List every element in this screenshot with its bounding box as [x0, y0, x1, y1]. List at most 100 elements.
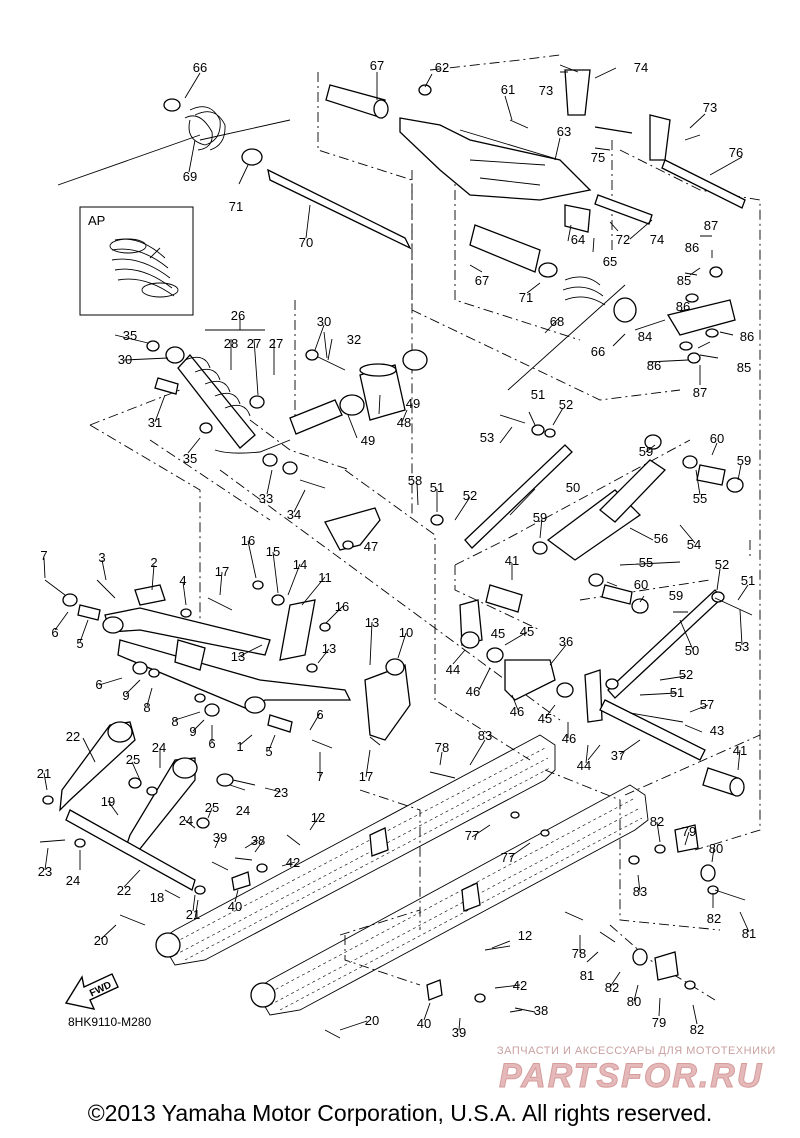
callout-7: 7 [316, 769, 323, 784]
callout-12: 12 [518, 928, 532, 943]
callout-43: 43 [710, 723, 724, 738]
callout-73: 73 [539, 83, 553, 98]
ap-inset-box: AP [79, 206, 194, 316]
callout-41: 41 [733, 743, 747, 758]
callout-46: 46 [510, 704, 524, 719]
callout-53: 53 [480, 430, 494, 445]
callout-66: 66 [591, 344, 605, 359]
bracket-47 [324, 507, 381, 551]
construction-lines [89, 54, 761, 1001]
bolts [39, 64, 753, 1039]
callout-73: 73 [703, 100, 717, 115]
callout-44: 44 [446, 662, 460, 677]
callout-16: 16 [335, 599, 349, 614]
callout-24: 24 [179, 813, 193, 828]
callout-70: 70 [299, 235, 313, 250]
slide-rails [155, 734, 719, 1016]
callout-42: 42 [513, 978, 527, 993]
callout-9: 9 [189, 724, 196, 739]
callout-45: 45 [520, 624, 534, 639]
callout-86: 86 [740, 329, 754, 344]
callout-22: 22 [66, 729, 80, 744]
callout-35: 35 [123, 328, 137, 343]
torsion-spring [57, 98, 291, 186]
rear-shock-absorber [146, 340, 343, 475]
callout-79: 79 [682, 824, 696, 839]
callout-55: 55 [639, 555, 653, 570]
callout-27: 27 [247, 336, 261, 351]
leader-lines [43, 67, 750, 1031]
callout-14: 14 [293, 557, 307, 572]
callout-80: 80 [627, 994, 641, 1009]
callout-9: 9 [122, 688, 129, 703]
callout-2: 2 [150, 555, 157, 570]
callout-82: 82 [605, 980, 619, 995]
callout-30: 30 [317, 314, 331, 329]
callout-69: 69 [183, 169, 197, 184]
callout-25: 25 [205, 800, 219, 815]
callout-20: 20 [94, 933, 108, 948]
callout-46: 46 [562, 731, 576, 746]
callout-84: 84 [638, 329, 652, 344]
callout-21: 21 [37, 766, 51, 781]
callout-7: 7 [40, 548, 47, 563]
callout-45: 45 [538, 711, 552, 726]
callout-11: 11 [318, 570, 332, 585]
callout-52: 52 [679, 667, 693, 682]
callout-44: 44 [577, 758, 591, 773]
callout-76: 76 [729, 145, 743, 160]
callout-46: 46 [466, 684, 480, 699]
callout-82: 82 [650, 814, 664, 829]
shafts [267, 126, 746, 250]
callout-49: 49 [406, 396, 420, 411]
callout-51: 51 [670, 685, 684, 700]
callout-21: 21 [186, 907, 200, 922]
callout-50: 50 [566, 480, 580, 495]
callout-6: 6 [95, 677, 102, 692]
callout-85: 85 [677, 273, 691, 288]
rear-arm-axle [42, 721, 234, 895]
callout-19: 19 [101, 794, 115, 809]
callout-82: 82 [707, 911, 721, 926]
callout-85: 85 [737, 360, 751, 375]
callout-68: 68 [550, 314, 564, 329]
callout-6: 6 [316, 707, 323, 722]
callout-15: 15 [266, 544, 280, 559]
callout-13: 13 [231, 649, 245, 664]
callout-51: 51 [741, 573, 755, 588]
callout-27: 27 [269, 336, 283, 351]
callout-49: 49 [361, 433, 375, 448]
callout-71: 71 [229, 199, 243, 214]
callout-33: 33 [259, 491, 273, 506]
callout-54: 54 [687, 537, 701, 552]
callout-31: 31 [148, 415, 162, 430]
inset-spring [109, 238, 179, 298]
front-arm-assembly [325, 69, 671, 391]
callout-51: 51 [531, 387, 545, 402]
callout-53: 53 [735, 639, 749, 654]
callout-16: 16 [241, 533, 255, 548]
callout-6: 6 [51, 625, 58, 640]
callout-77: 77 [501, 850, 515, 865]
callout-34: 34 [287, 507, 301, 522]
callout-72: 72 [616, 232, 630, 247]
callout-64: 64 [571, 232, 585, 247]
callout-83: 83 [633, 884, 647, 899]
stopper-bracket [666, 266, 736, 364]
callout-5: 5 [265, 744, 272, 759]
callout-83: 83 [478, 728, 492, 743]
link-rods [464, 444, 723, 699]
callout-30: 30 [118, 352, 132, 367]
callout-87: 87 [704, 218, 718, 233]
callout-55: 55 [693, 491, 707, 506]
callout-24: 24 [236, 803, 250, 818]
center-pivot-assembly [430, 424, 745, 797]
inset-label: AP [88, 213, 105, 228]
callout-48: 48 [397, 415, 411, 430]
callout-6: 6 [208, 736, 215, 751]
shock-cover-clamps [339, 349, 428, 421]
callout-50: 50 [685, 643, 699, 658]
callout-51: 51 [430, 480, 444, 495]
callout-59: 59 [737, 453, 751, 468]
